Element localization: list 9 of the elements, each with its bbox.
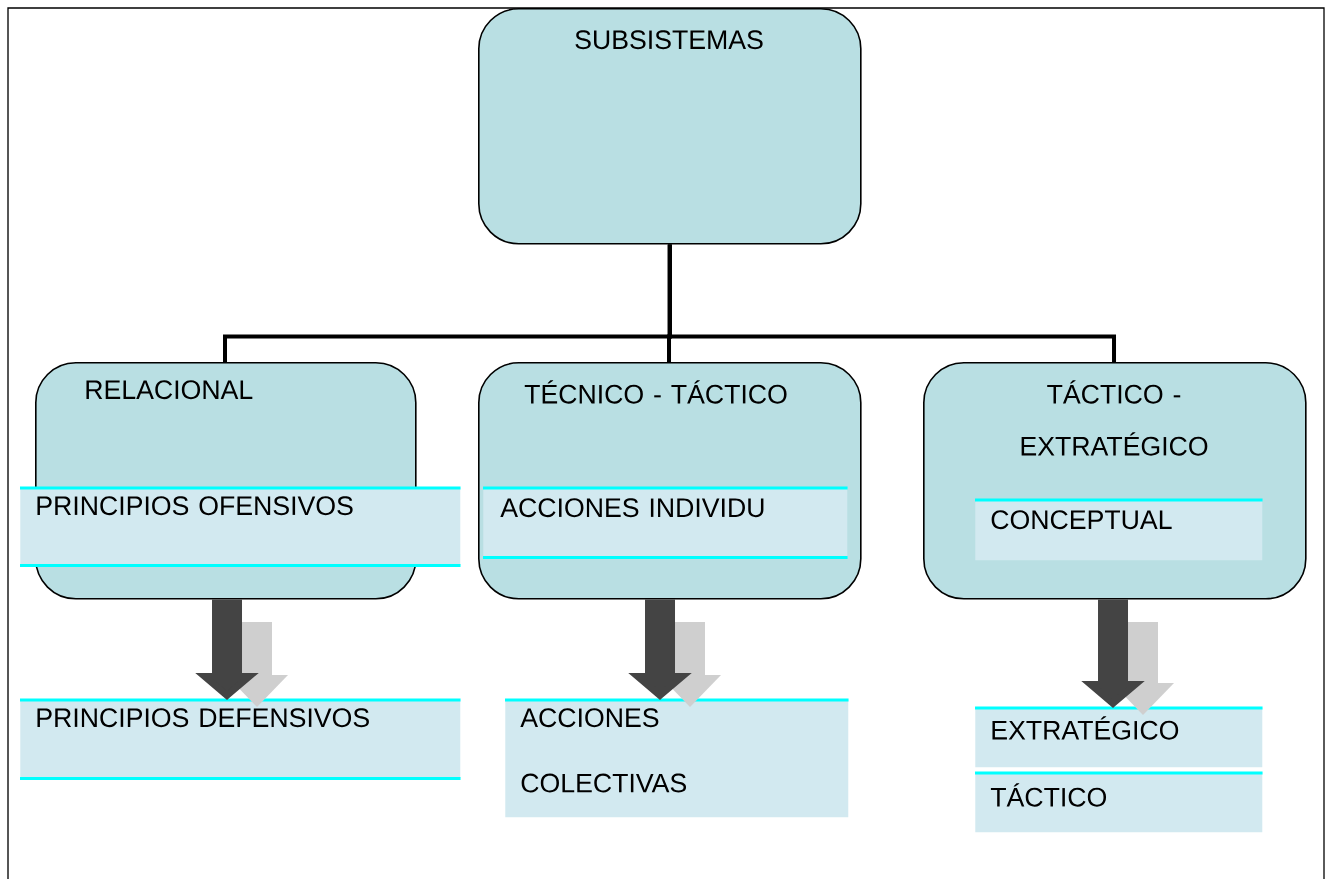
text-band: ACCIONES COLECTIVAS: [505, 698, 849, 818]
text-band: PRINCIPIOS DEFENSIVOS: [20, 698, 461, 780]
text-band: CONCEPTUAL: [975, 498, 1263, 561]
text-band: EXTRATÉGICO: [975, 706, 1263, 768]
text-band: PRINCIPIOS OFENSIVOS: [20, 486, 461, 567]
rounded-box: SUBSISTEMAS: [478, 8, 862, 245]
connector-line: [667, 244, 1116, 362]
text-band: ACCIONES INDIVIDU: [483, 486, 848, 559]
text-band: TÁCTICO: [975, 771, 1263, 833]
